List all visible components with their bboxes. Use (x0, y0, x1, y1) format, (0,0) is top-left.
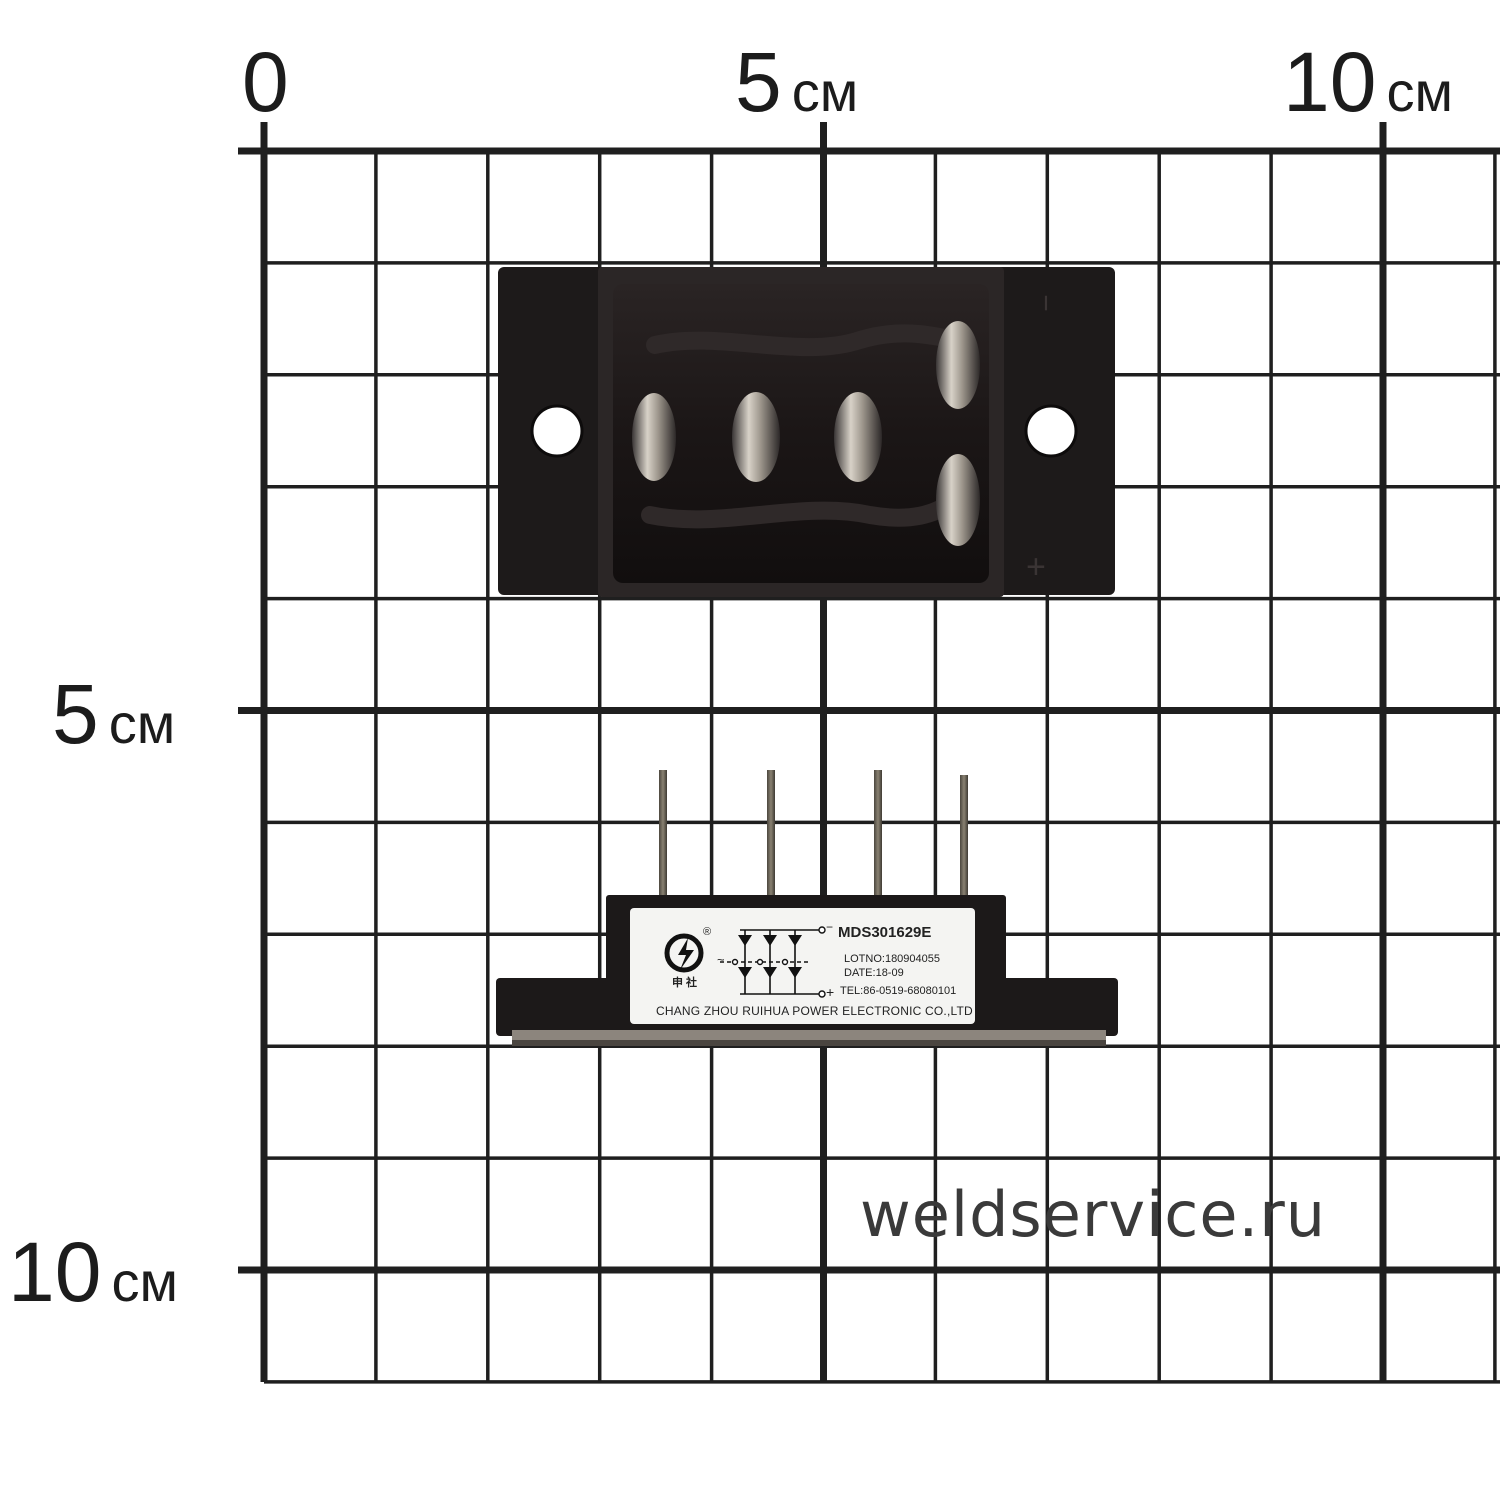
internal-wire (646, 324, 964, 357)
module-potting (613, 284, 989, 583)
scale-number: 5 (735, 35, 782, 129)
scale-number: 10 (8, 1225, 102, 1319)
lead-1 (659, 770, 667, 900)
schematic-plus: + (826, 984, 835, 1000)
terminal-pin-ac3 (834, 392, 882, 482)
scale-number: 5 (52, 667, 99, 761)
scale-unit: см (1386, 60, 1453, 123)
manufacturer-name: CHANG ZHOU RUIHUA POWER ELECTRONIC CO.,L… (656, 1004, 973, 1018)
lead-3 (874, 770, 882, 900)
terminal-pins (632, 321, 980, 546)
terminal-pin-ac2 (732, 392, 780, 482)
schematic-minus: − (826, 920, 834, 934)
ac-symbol: ~ (717, 952, 725, 967)
lot-number: LOTNO:180904055 (844, 953, 941, 965)
terminal-pin-plus (936, 454, 980, 546)
mounting-hole-left (530, 404, 584, 458)
lead-4 (960, 775, 968, 900)
plus-mark: + (1026, 548, 1046, 586)
scale-unit: см (111, 1250, 178, 1313)
scale-number: 0 (242, 35, 289, 129)
lead-2 (767, 770, 775, 900)
model-number: MDS301629E (838, 924, 932, 941)
scale-label-top-0: 0 (242, 40, 289, 124)
scale-number: 10 (1283, 35, 1377, 129)
brand-chinese-text: 申 社 (672, 977, 698, 989)
scale-unit: см (108, 692, 176, 755)
internal-wire (641, 491, 964, 529)
terminal-pin-ac1 (632, 393, 676, 481)
telephone: TEL:86-0519-68080101 (840, 985, 957, 997)
scale-unit: см (791, 60, 859, 123)
module-base-metal-shadow (512, 1040, 1106, 1046)
registered-mark: ® (703, 926, 712, 938)
terminal-pin-minus (936, 321, 980, 409)
mounting-hole-right (1024, 404, 1078, 458)
date-code: DATE:18-09 (844, 967, 904, 979)
site-watermark: weldservice.ru (860, 1178, 1327, 1251)
